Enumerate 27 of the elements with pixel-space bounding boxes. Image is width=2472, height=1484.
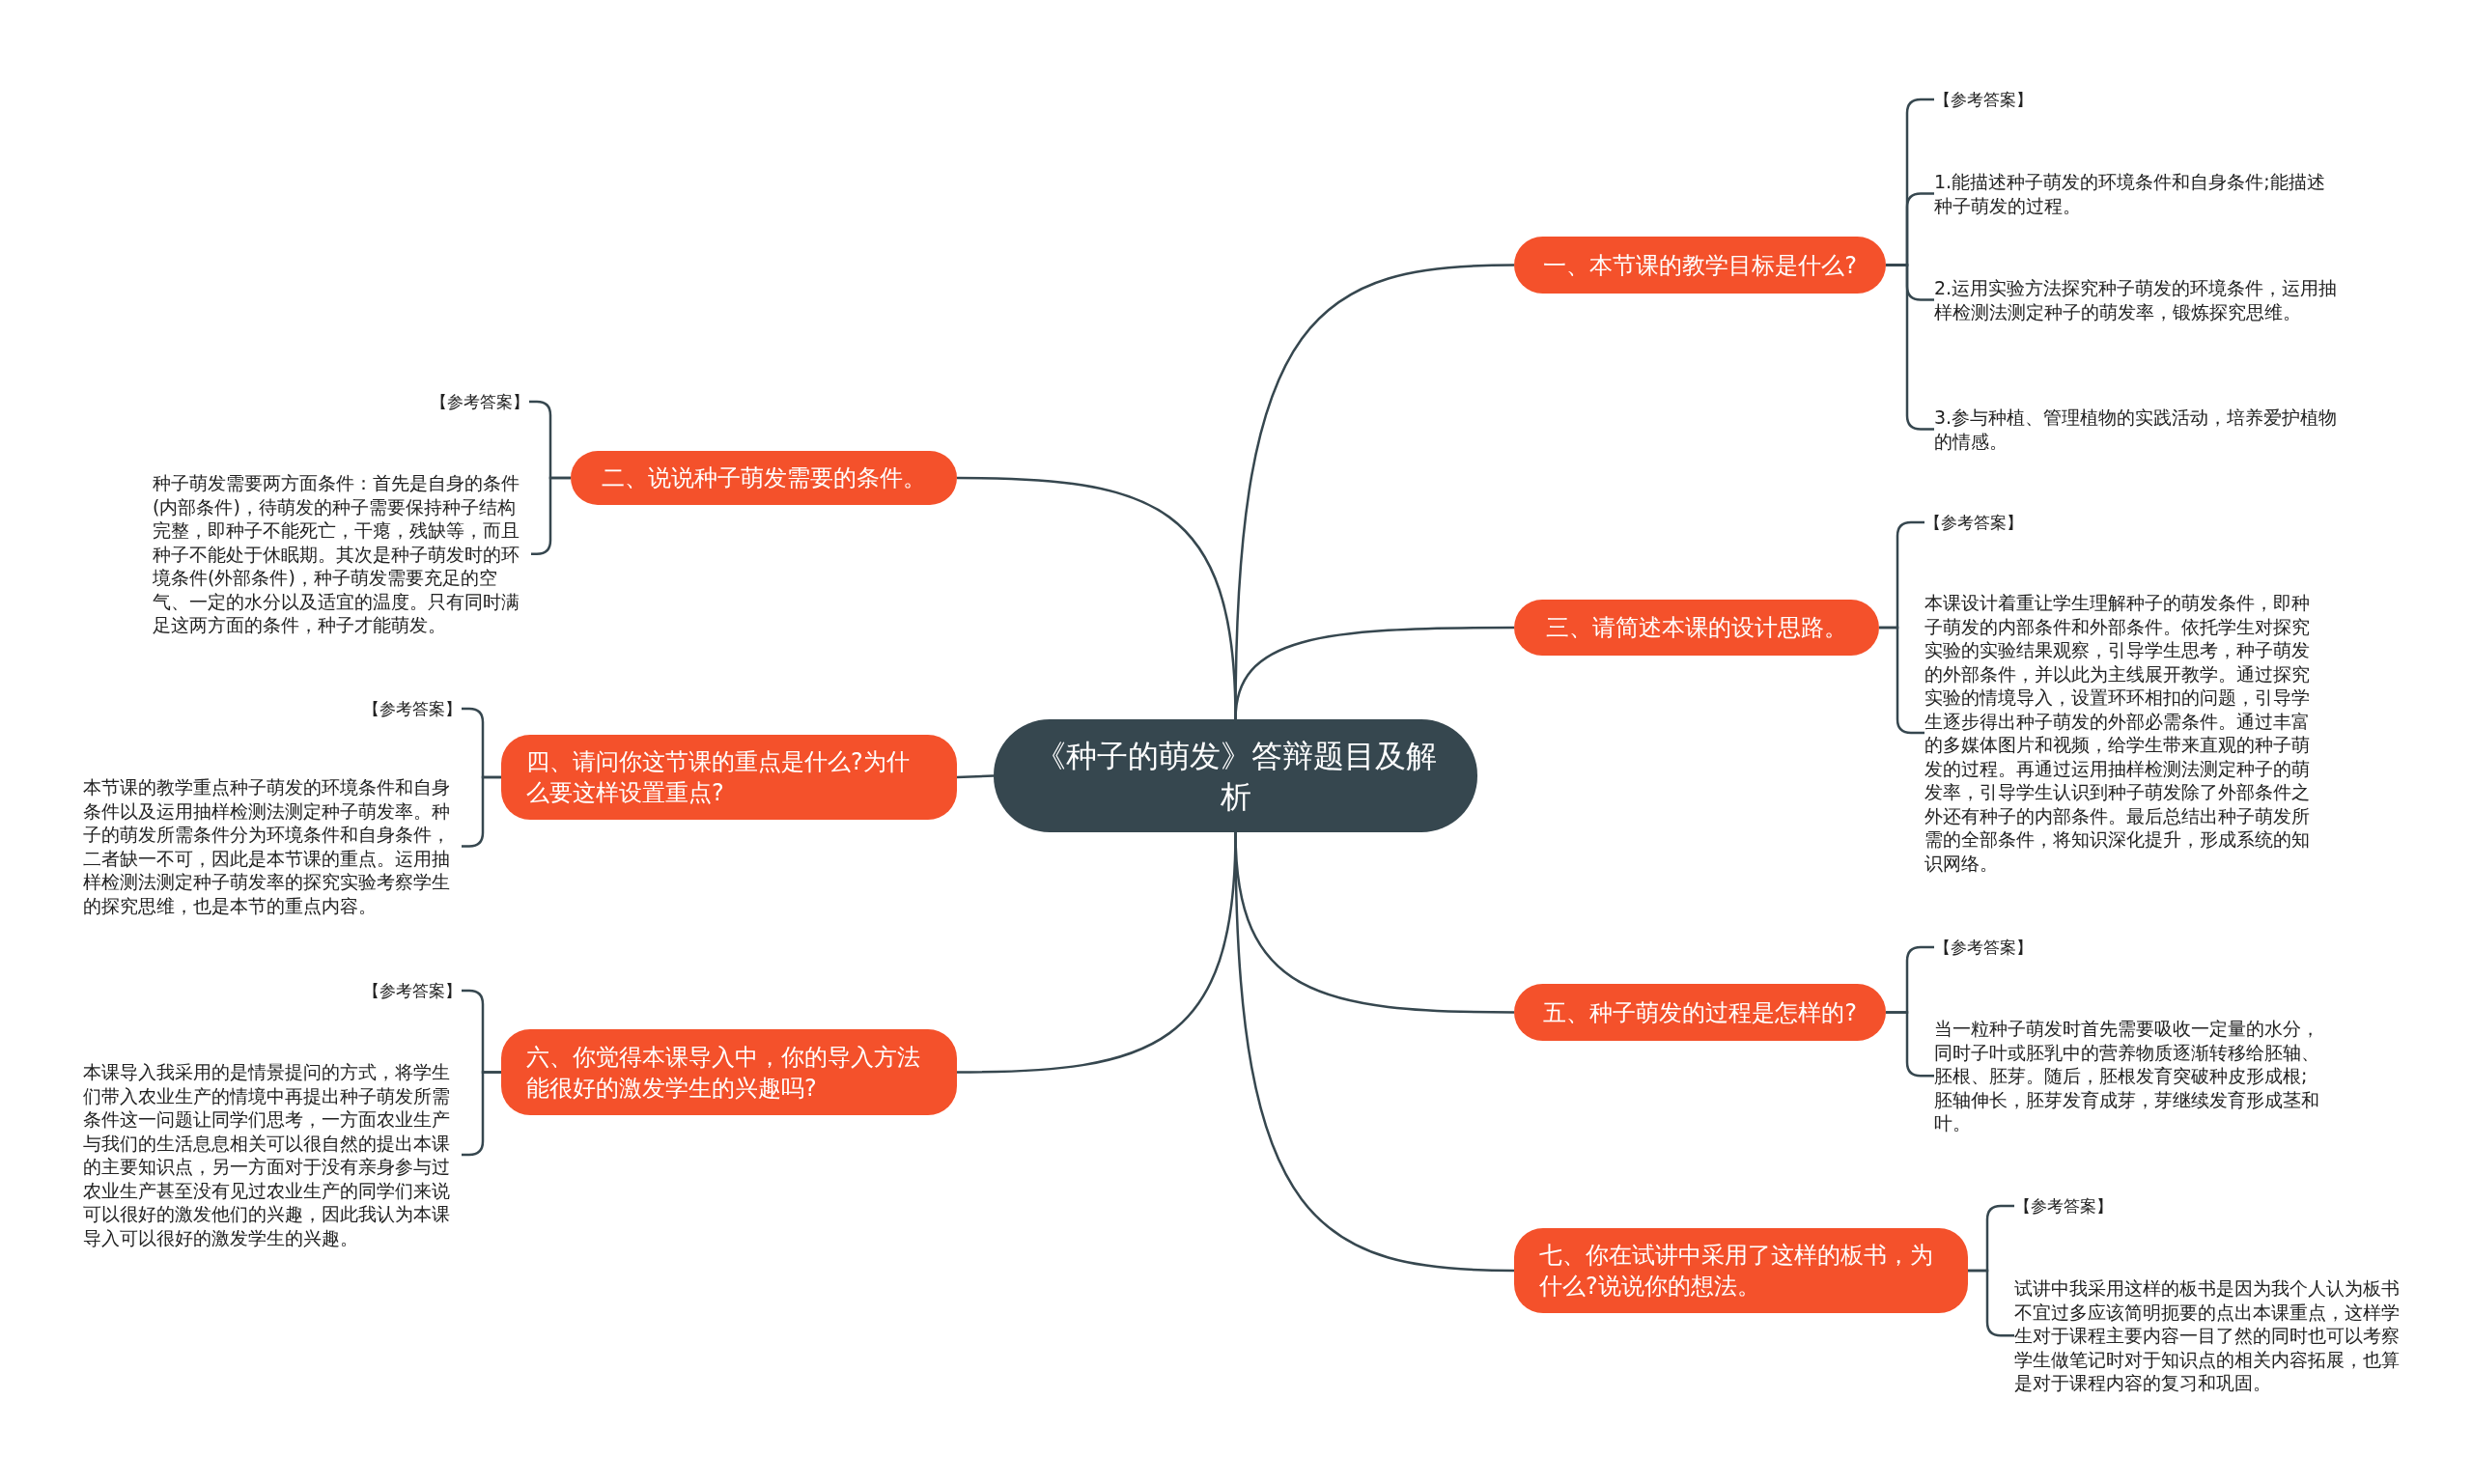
answer-text: 本课设计着重让学生理解种子的萌发条件，即种子萌发的内部条件和外部条件。依托学生对探究实验的实验结果观察，引导学生思考，种子萌发的外部条件，并以此为主线展开教学。通过探究实验的情境导入，设置环环相扣的问题，引导学生逐步得出种子萌发的外部必需条件。通过丰富的多媒体图片和视频，给学生带来直观的种子萌发的过程。再通过运用抽样检测法测定种子的萌发率，引导学生认识到种子萌发除了外部条件之外还有种子的内部条件。最后总结出种子萌发所需的全部条件，将知识深化提升，形成系统的知识网络。 (1924, 591, 2311, 875)
answer-text: 1.能描述种子萌发的环境条件和自身条件;能描述种子萌发的过程。 (1934, 170, 2340, 217)
answer-text: 当一粒种子萌发时首先需要吸收一定量的水分，同时子叶或胚乳中的营养物质逐渐转移给胚轴、胚根、胚芽。随后，胚根发育突破种皮形成根;胚轴伸长，胚芽发育成芽，芽继续发育形成茎和叶。 (1934, 1017, 2320, 1135)
answer-heading: 【参考答案】 (1924, 512, 2118, 533)
answer-heading: 【参考答案】 (1934, 937, 2127, 958)
branch-line (1234, 626, 1514, 720)
answer-text: 2.运用实验方法探究种子萌发的环境条件，运用抽样检测法测定种子的萌发率，锻炼探究思维。 (1934, 276, 2340, 323)
topic-pill: 七、你在试讲中采用了这样的板书，为什么?说说你的想法。 (1514, 1228, 1968, 1313)
answer-heading: 【参考答案】 (328, 391, 529, 412)
answer-text: 本课导入我采用的是情景提问的方式，将学生们带入农业生产的情境中再提出种子萌发所需条件这一问题让同学们思考，一方面农业生产与我们的生活息息相关可以很自然的提出本课的主要知识点，另一方面对于没有亲身参与过农业生产甚至没有见过农业生产的同学们来说可以很好的激发他们的兴趣，因此我认为本课导入可以很好的激发学生的兴趣。 (83, 1060, 462, 1249)
answer-heading: 【参考答案】 (2014, 1195, 2207, 1217)
answer-heading: 【参考答案】 (261, 980, 462, 1001)
topic-pill: 四、请问你这节课的重点是什么?为什么要这样设置重点? (501, 735, 957, 820)
answer-text: 试讲中我采用这样的板书是因为我个人认为板书不宜过多应该简明扼要的点出本课重点，这样学生对于课程主要内容一目了然的同时也可以考察学生做笔记时对于知识点的相关内容拓展，也算是对于课程内容的复习和巩固。 (2014, 1276, 2401, 1395)
branch-line (956, 774, 995, 779)
topic-pill: 一、本节课的教学目标是什么? (1514, 237, 1886, 294)
answer-text: 3.参与种植、管理植物的实践活动，培养爱护植物的情感。 (1934, 406, 2340, 453)
branch-line (1234, 831, 1515, 1273)
central-topic: 《种子的萌发》答辩题目及解析 (994, 719, 1477, 832)
topic-pill: 二、说说种子萌发需要的条件。 (571, 451, 957, 505)
answer-text: 种子萌发需要两方面条件：首先是自身的条件(内部条件)，待萌发的种子需要保持种子结构完整，即种子不能死亡，干瘪，残缺等，而且种子不能处于休眠期。其次是种子萌发时的环境条件(外部条件)，种子萌发需要充足的空气、一定的水分以及适宜的温度。只有同时满足这两方面的条件，种子才能萌发。 (153, 471, 531, 637)
answer-text: 本节课的教学重点种子萌发的环境条件和自身条件以及运用抽样检测法测定种子萌发率。种子的萌发所需条件分为环境条件和自身条件，二者缺一不可，因此是本节课的重点。运用抽样检测法测定种子萌发率的探究实验考察学生的探究思维，也是本节的重点内容。 (83, 775, 462, 917)
answer-heading: 【参考答案】 (1934, 89, 2127, 110)
topic-pill: 五、种子萌发的过程是怎样的? (1514, 984, 1886, 1041)
answer-heading: 【参考答案】 (261, 698, 462, 719)
topic-pill: 三、请简述本课的设计思路。 (1514, 600, 1879, 656)
topic-pill: 六、你觉得本课导入中，你的导入方法能很好的激发学生的兴趣吗? (501, 1029, 957, 1115)
